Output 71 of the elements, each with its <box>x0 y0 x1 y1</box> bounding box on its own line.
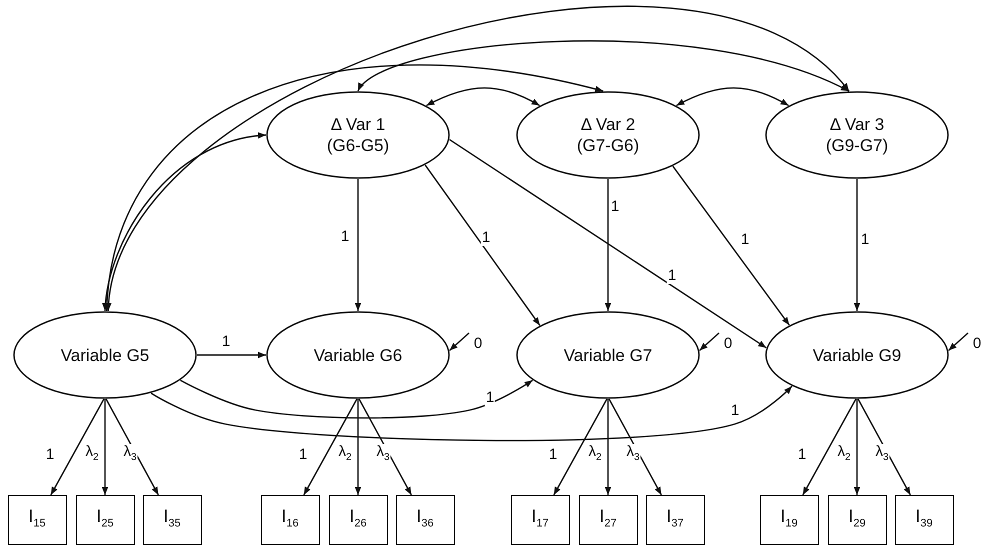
node-label: Δ Var 1 (G6-G5) <box>326 114 390 156</box>
latent-variable-ellipse <box>266 311 450 399</box>
node-label: I$_{29}$ <box>848 506 866 532</box>
node-label: I$_{37}$ <box>666 506 684 532</box>
indicator-box <box>578 495 638 545</box>
arrow <box>857 398 911 496</box>
arrow <box>854 179 860 311</box>
indicator-box <box>894 495 954 545</box>
indicator-box <box>260 495 320 545</box>
latent-variable-ellipse <box>13 311 197 399</box>
node-label: I$_{35}$ <box>163 506 181 532</box>
node-label: Variable G7 <box>564 344 652 366</box>
indicator-box <box>828 495 886 545</box>
edge-label: 1 <box>480 230 492 246</box>
covariance-arrow <box>357 40 850 92</box>
indicator-box <box>142 495 202 545</box>
arrow <box>354 179 362 311</box>
covariance-arrow <box>426 87 540 106</box>
node-label: I$_{26}$ <box>349 506 367 532</box>
arrow <box>358 398 412 496</box>
latent-variable-ellipse <box>266 91 450 179</box>
node-label: I$_{17}$ <box>531 506 549 532</box>
latent-variable-ellipse <box>765 91 949 179</box>
arrow <box>449 138 767 348</box>
indicator-box <box>510 495 570 545</box>
latent-variable-ellipse <box>516 311 700 399</box>
arrow <box>105 398 159 496</box>
edge-label: 1 <box>666 268 678 284</box>
arrow <box>854 399 860 495</box>
covariance-arrow <box>104 64 604 312</box>
arrow <box>303 398 358 496</box>
node-label: Variable G5 <box>60 344 150 366</box>
arrow <box>802 398 856 496</box>
node-label: I$_{39}$ <box>915 506 933 532</box>
residual-arrow <box>449 332 470 351</box>
node-label: I$_{27}$ <box>599 506 617 532</box>
latent-variable-ellipse <box>765 311 949 399</box>
node-label: I$_{36}$ <box>416 506 434 532</box>
node-label: I$_{16}$ <box>281 506 299 532</box>
arrow <box>672 166 790 326</box>
arrow <box>102 399 108 495</box>
indicator-box <box>8 495 66 545</box>
arrow <box>424 164 540 326</box>
covariance-arrow <box>106 6 850 312</box>
covariance-arrow <box>102 132 266 312</box>
arrow <box>553 398 608 496</box>
arrow <box>50 398 104 496</box>
node-label: I$_{15}$ <box>28 506 46 532</box>
residual-arrow <box>699 332 720 351</box>
arrow <box>604 399 612 495</box>
arrow <box>197 352 266 358</box>
indicator-box <box>328 495 388 545</box>
arrow <box>604 179 612 311</box>
edge-label: 1 <box>484 390 496 406</box>
indicator-box <box>396 495 454 545</box>
residual-arrow <box>948 332 968 351</box>
arrow <box>354 399 362 495</box>
latent-variable-ellipse <box>516 91 700 179</box>
node-label: Variable G6 <box>314 344 402 366</box>
arrow <box>150 386 792 442</box>
arrow <box>180 380 534 419</box>
node-label: I$_{19}$ <box>780 506 798 532</box>
node-label: Variable G9 <box>812 344 902 366</box>
indicator-box <box>760 495 818 545</box>
indicator-box <box>646 495 704 545</box>
node-label: Δ Var 3 (G9-G7) <box>824 114 890 156</box>
node-label: Δ Var 2 (G7-G6) <box>576 114 640 156</box>
node-label: I$_{25}$ <box>96 506 114 532</box>
indicator-box <box>76 495 134 545</box>
covariance-arrow <box>676 87 789 106</box>
arrow <box>608 398 662 496</box>
